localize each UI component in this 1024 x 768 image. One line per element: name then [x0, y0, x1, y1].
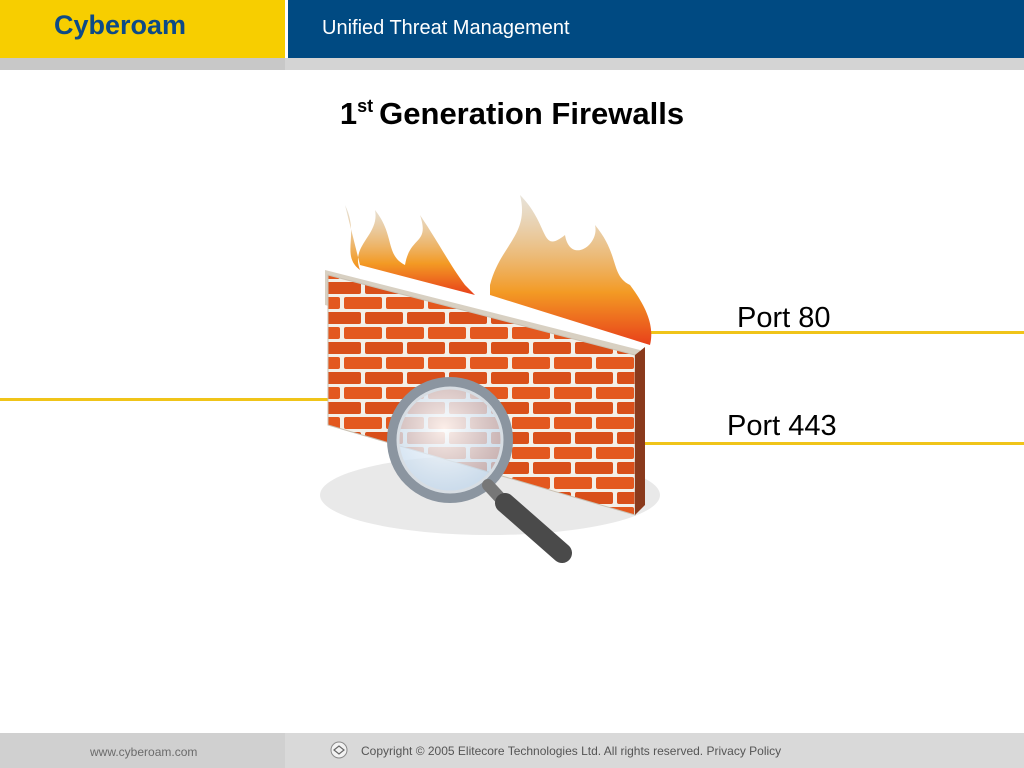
footer-copyright: Copyright © 2005 Elitecore Technologies … — [361, 744, 782, 758]
title-text: Generation Firewalls — [379, 96, 685, 131]
product-name: Unified Threat Management — [322, 17, 570, 39]
footer-url[interactable]: www.cyberoam.com — [90, 745, 198, 759]
header: Cyberoam Unified Threat Management — [0, 0, 1024, 70]
firewall-magnifier-icon — [320, 195, 660, 563]
port-80-label: Port 80 — [737, 302, 831, 334]
footer: www.cyberoam.com Copyright © 2005 Elitec… — [0, 733, 1024, 768]
header-stripe — [0, 58, 1024, 70]
title-superscript: st — [357, 96, 374, 116]
brand-box: Cyberoam — [0, 0, 285, 58]
connection-line-port-443 — [636, 442, 1024, 445]
connection-line-port-80 — [640, 331, 1024, 334]
connection-line-left — [0, 398, 330, 401]
header-title-bar: Unified Threat Management — [288, 0, 1024, 58]
port-443-label: Port 443 — [727, 410, 837, 442]
brand-name: Cyberoam — [54, 10, 187, 40]
title-number: 1 — [339, 96, 358, 131]
cyberoam-logo-icon — [330, 741, 348, 759]
